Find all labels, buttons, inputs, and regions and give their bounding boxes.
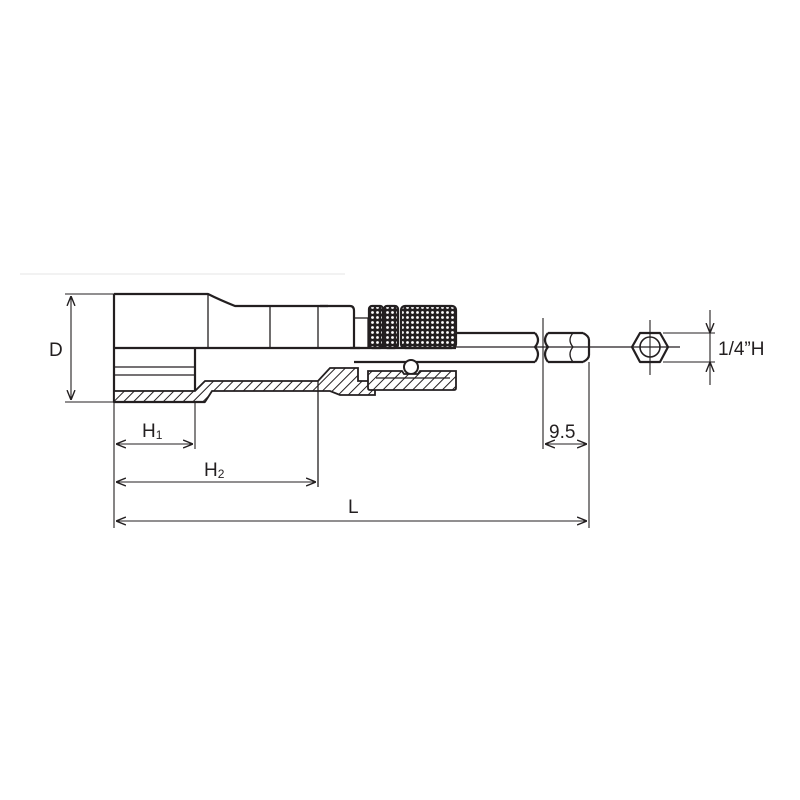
hex-shank xyxy=(456,331,680,364)
dimension-label-h2: H2 xyxy=(204,460,225,481)
socket-body xyxy=(112,292,376,487)
hex-end-view xyxy=(630,310,715,385)
dimension-label-hex-length: 9.5 xyxy=(549,422,575,443)
dimension-label-d: D xyxy=(49,340,63,361)
dimension-label-l: L xyxy=(348,497,359,518)
dimension-lines xyxy=(65,293,590,528)
dimension-label-hex-size: 1/4”H xyxy=(718,339,764,360)
dimension-label-h1: H1 xyxy=(142,421,163,442)
quick-release-adapter xyxy=(320,304,458,391)
